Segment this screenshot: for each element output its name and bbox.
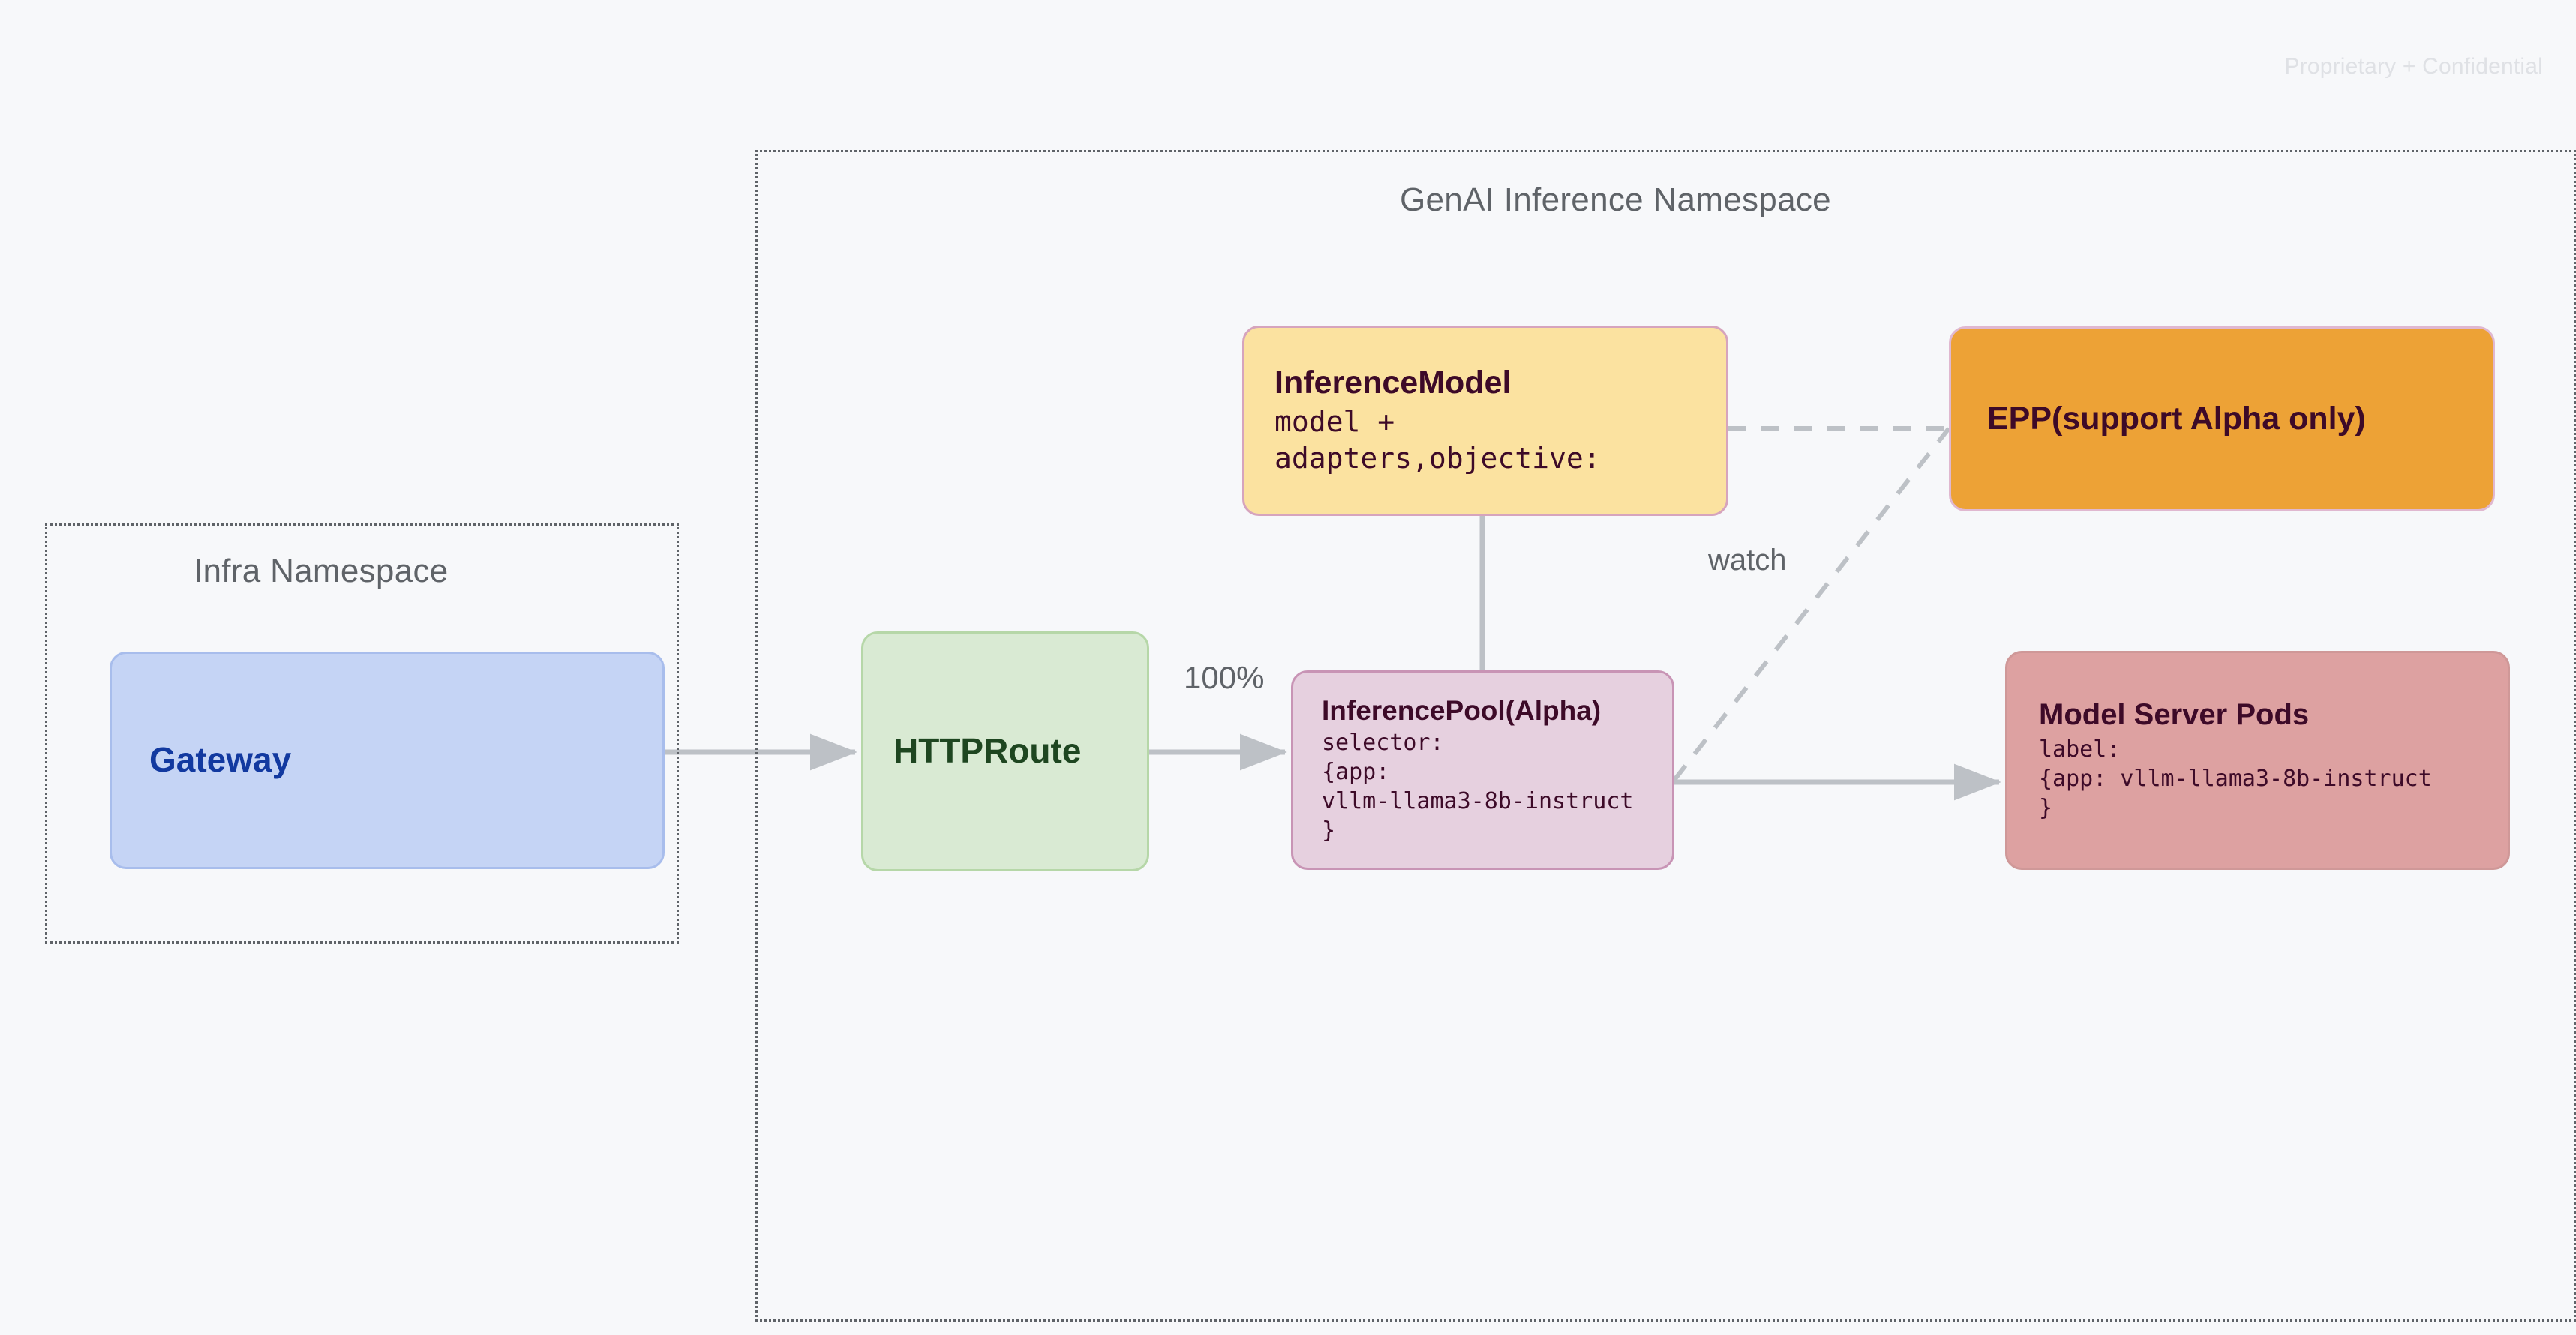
namespace-infra-title: Infra Namespace [194, 553, 449, 590]
node-modelserverpods-subtitle: label: {app: vllm-llama3-8b-instruct } [2039, 736, 2432, 821]
node-inferencemodel-subtitle: model + adapters,objective: [1274, 404, 1601, 476]
node-inferencepool-title: InferencePool(Alpha) [1322, 695, 1602, 727]
namespace-genai-title: GenAI Inference Namespace [1400, 182, 1831, 218]
node-inferencemodel[interactable]: InferenceModel model + adapters,objectiv… [1242, 326, 1728, 516]
node-inferencepool-subtitle: selector: {app: vllm-llama3-8b-instruct … [1322, 729, 1634, 844]
edge-label-watch: watch [1708, 544, 1787, 577]
node-modelserverpods[interactable]: Model Server Pods label: {app: vllm-llam… [2005, 651, 2510, 870]
node-gateway[interactable]: Gateway [110, 652, 665, 869]
node-epp[interactable]: EPP(support Alpha only) [1949, 326, 2495, 512]
node-httproute-title: HTTPRoute [893, 731, 1082, 771]
node-gateway-title: Gateway [149, 740, 292, 780]
node-epp-title: EPP(support Alpha only) [1987, 400, 2366, 437]
confidential-notice: Proprietary + Confidential [2284, 54, 2543, 79]
namespace-genai [755, 150, 2576, 1322]
node-httproute[interactable]: HTTPRoute [861, 632, 1149, 872]
edge-label-traffic-weight: 100% [1184, 660, 1265, 695]
node-inferencemodel-title: InferenceModel [1274, 364, 1512, 400]
node-modelserverpods-title: Model Server Pods [2039, 698, 2310, 732]
node-inferencepool[interactable]: InferencePool(Alpha) selector: {app: vll… [1291, 670, 1674, 870]
namespace-infra [45, 524, 679, 944]
